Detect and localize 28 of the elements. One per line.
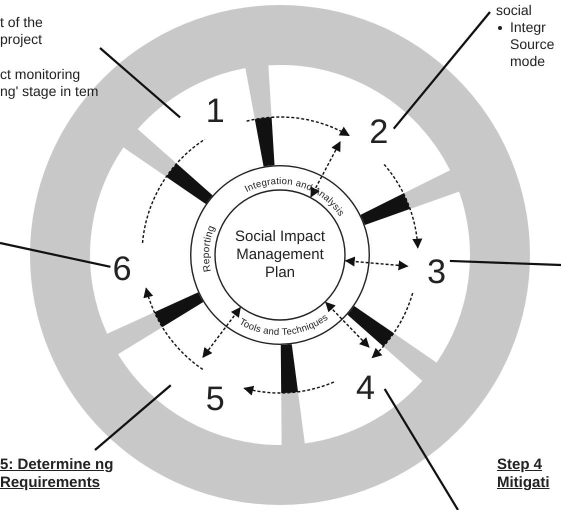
section-heading: 5: Determine ng Requirements: [0, 456, 114, 492]
leader-line: [0, 242, 111, 268]
section-heading: Step 4 Mitigati: [497, 456, 550, 492]
link-arrow: [325, 302, 370, 348]
step-number: 4: [356, 370, 375, 404]
leader-line: [450, 260, 561, 266]
link-arrow: [344, 256, 408, 270]
leader-line: [99, 47, 181, 118]
cycle-arrow: [243, 381, 334, 396]
step-number: 5: [206, 382, 225, 416]
note-text: ct monitoring ng' stage in tem: [0, 66, 100, 100]
note-text: Integr Source mode: [510, 19, 556, 70]
leader-line: [392, 11, 491, 130]
link-arrow: [310, 141, 341, 198]
step-number: 2: [369, 115, 388, 150]
center-title: Social Impact Management Plan: [234, 228, 326, 282]
step-number: 6: [112, 252, 132, 286]
step-number: 1: [206, 94, 225, 128]
cycle-arrow: [372, 292, 414, 358]
cycle-arrow: [144, 287, 204, 370]
step-number: 3: [427, 254, 446, 288]
link-arrow: [202, 306, 241, 358]
leader-line: [94, 384, 172, 451]
cycle-arrow: [384, 164, 422, 249]
leader-line: [384, 388, 459, 510]
note-text: social: [496, 2, 533, 19]
cycle-arrow: [246, 116, 350, 136]
note-text: t of the project: [0, 14, 44, 48]
